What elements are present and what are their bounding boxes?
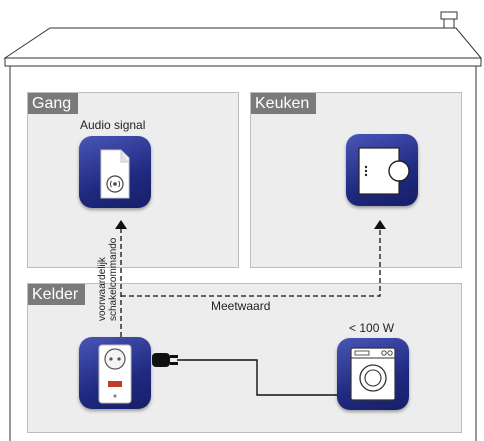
switch-command-label-line2: schakelcommando [108,237,119,321]
audio-signal-label: Audio signal [80,118,146,132]
smart-plug-device[interactable] [79,337,151,409]
washing-machine-device[interactable] [337,338,409,410]
audio-signal-icon [100,149,130,199]
washing-machine-label: < 100 W [349,321,395,335]
door-contact-device[interactable] [346,134,418,206]
washing-machine-icon [350,347,396,401]
measured-value-arrowhead [374,220,386,229]
room-label-kelder: Kelder [28,284,86,305]
power-cable [177,359,337,396]
plug-connector-icon [152,353,178,367]
smart-plug-icon [98,344,132,404]
switch-command-arrowhead [115,220,127,229]
door-contact-icon [358,147,410,195]
measured-value-label: Meetwaard [211,299,271,313]
audio-signal-device[interactable] [79,136,151,208]
switch-command-label-line1: voorwaardelijk [97,257,108,321]
measured-value-line [121,228,381,297]
room-label-gang: Gang [28,93,79,114]
room-label-keuken: Keuken [251,93,317,114]
